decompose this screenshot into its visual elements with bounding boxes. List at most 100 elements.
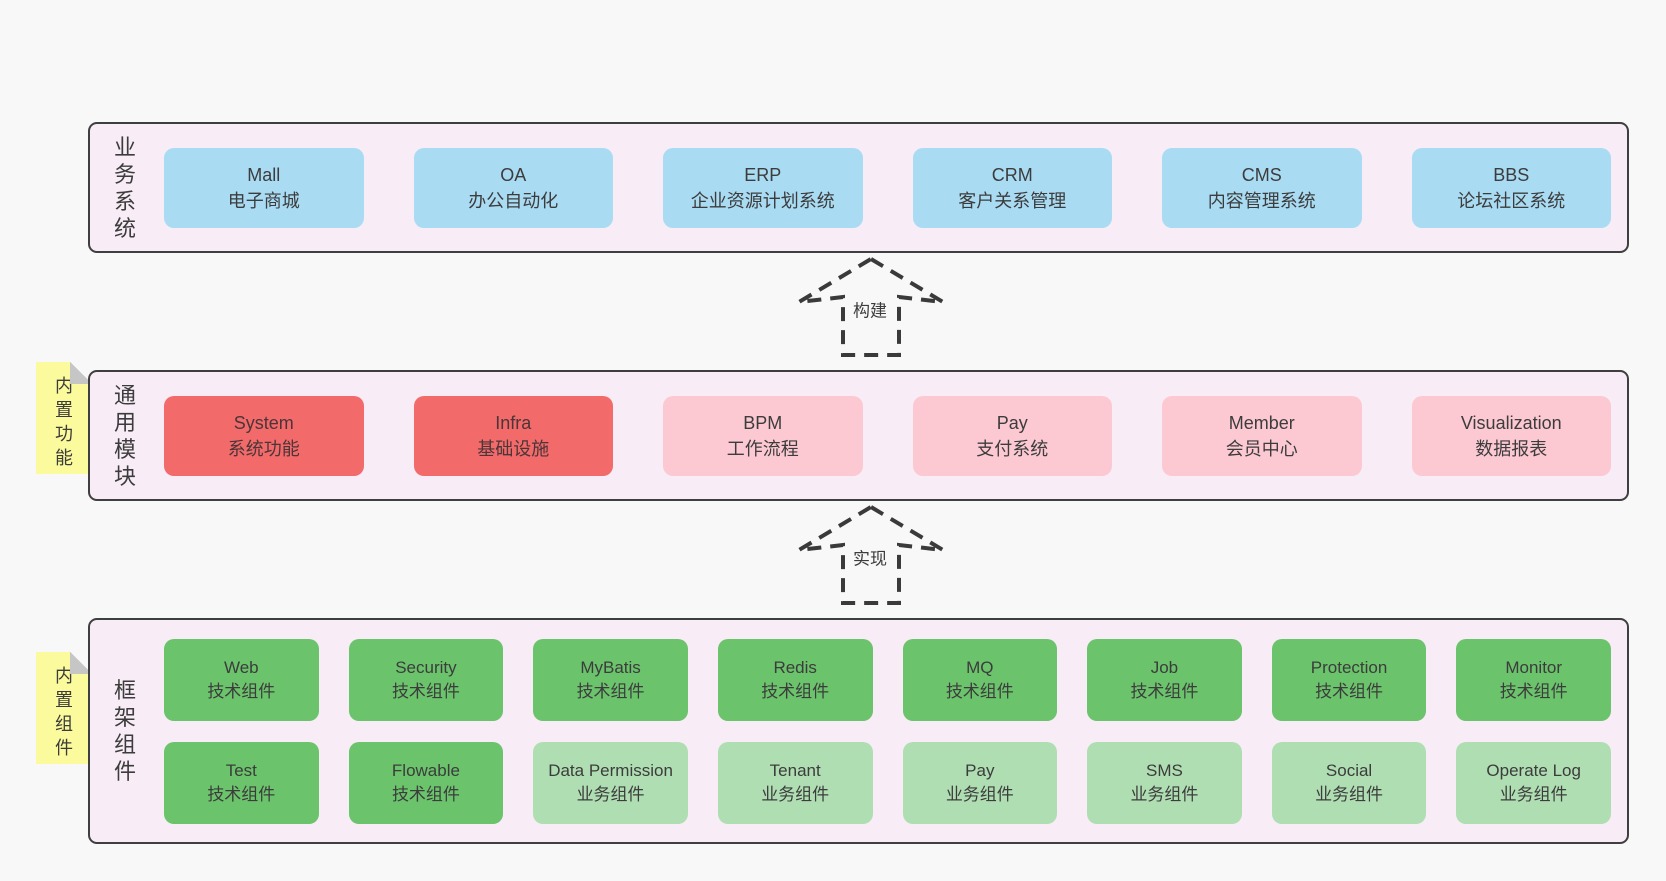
box-protection: Protection 技术组件 <box>1271 638 1427 721</box>
box-security: Security 技术组件 <box>348 638 504 721</box>
box-job: Job 技术组件 <box>1087 638 1242 721</box>
box-desc: 办公自动化 <box>468 190 559 211</box>
band-label: 通用模块 <box>113 382 136 489</box>
box-name: ERP <box>744 164 782 185</box>
box-bbs: BBS 论坛社区系统 <box>1411 147 1611 228</box>
box-name: BBS <box>1493 164 1530 185</box>
box-name: OA <box>500 164 527 185</box>
box-desc: 基础设施 <box>477 438 550 459</box>
folded-corner-icon <box>70 362 92 384</box>
box-monitor: Monitor 技术组件 <box>1456 638 1611 721</box>
box-desc: 会员中心 <box>1225 438 1298 459</box>
box-pay: Pay 支付系统 <box>912 395 1112 476</box>
tab-label: 内置功能 <box>55 376 73 468</box>
box-desc: 技术组件 <box>1499 681 1568 701</box>
box-desc: 业务组件 <box>1130 784 1199 804</box>
box-desc: 支付系统 <box>976 438 1049 459</box>
box-oa: OA 办公自动化 <box>413 147 613 228</box>
box-crm: CRM 客户关系管理 <box>912 147 1112 228</box>
band-label: 业务系统 <box>113 134 136 241</box>
box-name: SMS <box>1146 760 1183 780</box>
box-desc: 技术组件 <box>761 681 830 701</box>
arrow-build: 构建 <box>795 256 945 358</box>
arrow-label: 实现 <box>849 544 891 570</box>
folded-corner-icon <box>70 652 92 674</box>
box-desc: 客户关系管理 <box>958 190 1067 211</box>
box-desc: 技术组件 <box>576 681 645 701</box>
box-name: Redis <box>773 657 817 677</box>
box-pay: Pay 业务组件 <box>902 741 1058 824</box>
box-name: Web <box>223 657 259 677</box>
box-name: Operate Log <box>1486 760 1581 780</box>
box-desc: 工作流程 <box>726 438 799 459</box>
box-tenant: Tenant 业务组件 <box>717 741 873 824</box>
box-desc: 技术组件 <box>207 681 276 701</box>
box-system: System 系统功能 <box>164 395 364 476</box>
box-name: Flowable <box>391 760 460 780</box>
box-web: Web 技术组件 <box>164 638 319 721</box>
arrow-label: 构建 <box>849 296 891 322</box>
box-name: MQ <box>966 657 994 677</box>
sticky-tab-built-in-components: 内置组件 <box>36 652 92 764</box>
box-name: Monitor <box>1505 657 1563 677</box>
box-name: Job <box>1150 657 1179 677</box>
box-desc: 内容管理系统 <box>1207 190 1316 211</box>
box-name: Protection <box>1310 657 1388 677</box>
box-erp: ERP 企业资源计划系统 <box>663 147 863 228</box>
box-name: CRM <box>991 164 1033 185</box>
box-sms: SMS 业务组件 <box>1087 741 1242 824</box>
box-redis: Redis 技术组件 <box>717 638 873 721</box>
box-desc: 业务组件 <box>945 784 1014 804</box>
up-arrow-shape <box>797 256 945 357</box>
box-name: Tenant <box>769 760 821 780</box>
box-desc: 论坛社区系统 <box>1457 190 1566 211</box>
box-member: Member 会员中心 <box>1162 395 1362 476</box>
box-desc: 技术组件 <box>391 784 460 804</box>
box-name: MyBatis <box>580 657 641 677</box>
box-operate-log: Operate Log 业务组件 <box>1456 741 1611 824</box>
box-mybatis: MyBatis 技术组件 <box>533 638 688 721</box>
box-desc: 技术组件 <box>1130 681 1199 701</box>
box-desc: 业务组件 <box>576 784 645 804</box>
box-name: Social <box>1325 760 1373 780</box>
box-desc: 技术组件 <box>391 681 460 701</box>
box-desc: 系统功能 <box>227 438 300 459</box>
box-desc: 数据报表 <box>1475 438 1548 459</box>
box-desc: 业务组件 <box>1499 784 1568 804</box>
box-name: Security <box>395 657 457 677</box>
up-arrow-shape <box>797 504 945 605</box>
box-desc: 技术组件 <box>945 681 1014 701</box>
box-cms: CMS 内容管理系统 <box>1162 147 1362 228</box>
box-desc: 业务组件 <box>1315 784 1384 804</box>
arrow-implement: 实现 <box>795 504 945 606</box>
box-desc: 技术组件 <box>207 784 276 804</box>
box-desc: 技术组件 <box>1315 681 1384 701</box>
box-name: Mall <box>247 164 281 185</box>
tab-label: 内置组件 <box>55 666 73 758</box>
box-name: Pay <box>996 412 1028 433</box>
box-name: System <box>233 412 294 433</box>
sticky-tab-built-in-features: 内置功能 <box>36 362 92 474</box>
box-mq: MQ 技术组件 <box>902 638 1058 721</box>
box-name: CMS <box>1241 164 1282 185</box>
box-name: Pay <box>965 760 995 780</box>
box-desc: 企业资源计划系统 <box>690 190 835 211</box>
band-label: 框架组件 <box>113 678 136 784</box>
box-desc: 业务组件 <box>761 784 830 804</box>
box-flowable: Flowable 技术组件 <box>348 741 504 824</box>
box-name: Member <box>1228 412 1295 433</box>
box-name: Test <box>225 760 257 780</box>
